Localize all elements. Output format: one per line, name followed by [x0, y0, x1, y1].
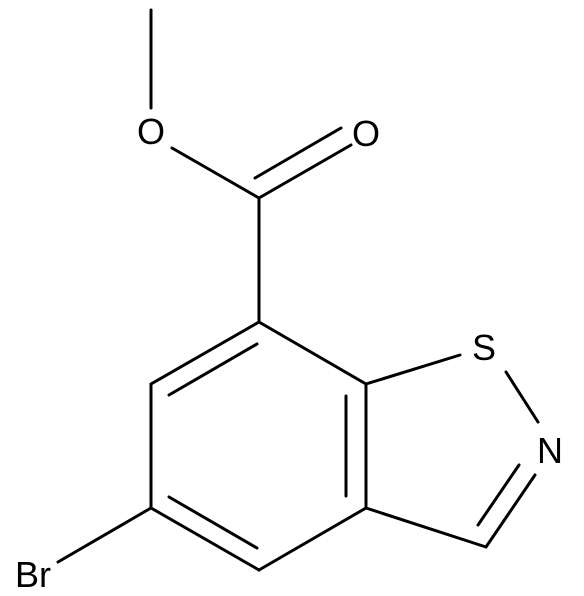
bond-ring-c5-c4 — [149, 506, 261, 572]
bond-oxygen-carbonyl-carbon — [170, 146, 261, 200]
bond-sulfur-nitrogen — [504, 370, 540, 424]
bond-carbonyl-double-1 — [257, 143, 353, 200]
bond-ring-c7-c6-inner — [167, 342, 259, 397]
bond-ring-c4-c3a — [257, 506, 368, 572]
bond-nitrogen-c3 — [484, 473, 537, 549]
atom-label-bromine: Br — [15, 554, 51, 595]
atom-labels: O O S N Br — [15, 111, 563, 595]
atom-label-nitrogen: N — [537, 430, 563, 471]
atom-label-oxygen-carbonyl: O — [352, 113, 380, 154]
bond-ring-c5-c4-inner — [167, 495, 259, 550]
bond-ring-c7-c6 — [149, 320, 261, 386]
atom-label-oxygen-ether: O — [137, 111, 165, 152]
bond-carbonyl-double-2 — [253, 126, 343, 180]
bond-c7a-sulfur — [364, 353, 462, 386]
bond-ring-c7a-c7 — [257, 320, 368, 386]
bond-c5-bromine — [56, 506, 153, 564]
bonds — [56, 8, 540, 572]
bond-nitrogen-c3-inner — [476, 463, 521, 527]
bond-c3-c3a — [364, 506, 488, 549]
atom-label-sulfur: S — [472, 327, 496, 368]
